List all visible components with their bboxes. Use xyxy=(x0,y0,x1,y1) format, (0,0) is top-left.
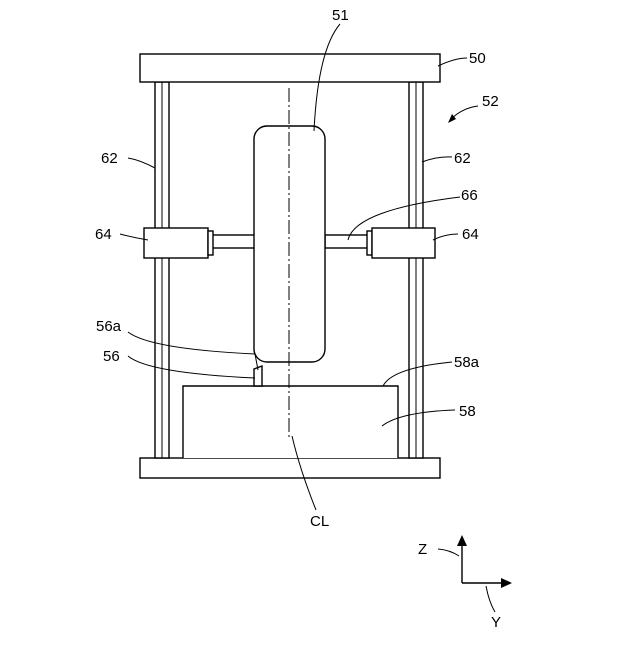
leader-56a xyxy=(128,332,258,370)
label-66: 66 xyxy=(461,187,478,204)
label-62-left: 62 xyxy=(101,150,118,167)
clamp-right xyxy=(367,228,435,258)
leader-56 xyxy=(128,356,255,378)
leader-64-right xyxy=(433,234,458,240)
label-64-right: 64 xyxy=(462,226,479,243)
label-50: 50 xyxy=(469,50,486,67)
leader-62-right xyxy=(422,157,452,162)
leader-50 xyxy=(438,58,467,66)
base-block xyxy=(183,386,398,458)
shaft-right xyxy=(325,235,369,248)
label-cl: CL xyxy=(310,513,329,530)
leader-y xyxy=(486,586,495,612)
bottom-plate xyxy=(140,458,440,478)
label-y: Y xyxy=(491,614,501,631)
label-z: Z xyxy=(418,541,427,558)
shaft-left xyxy=(211,235,255,248)
leader-62-left xyxy=(128,158,155,168)
label-64-left: 64 xyxy=(95,226,112,243)
x-arrow-icon xyxy=(501,578,512,588)
label-56: 56 xyxy=(103,348,120,365)
label-51: 51 xyxy=(332,7,349,24)
label-58a: 58a xyxy=(454,354,480,371)
label-52: 52 xyxy=(482,93,499,110)
label-56a: 56a xyxy=(96,318,122,335)
label-58: 58 xyxy=(459,403,476,420)
axis-indicator: Z Y xyxy=(418,535,512,631)
z-arrow-icon xyxy=(457,535,467,546)
top-plate xyxy=(140,54,440,82)
column-right xyxy=(409,82,423,458)
clamp-left xyxy=(144,228,213,258)
label-62-right: 62 xyxy=(454,150,471,167)
leader-z xyxy=(438,549,459,556)
arrow-52 xyxy=(448,106,478,123)
column-left xyxy=(155,82,169,458)
